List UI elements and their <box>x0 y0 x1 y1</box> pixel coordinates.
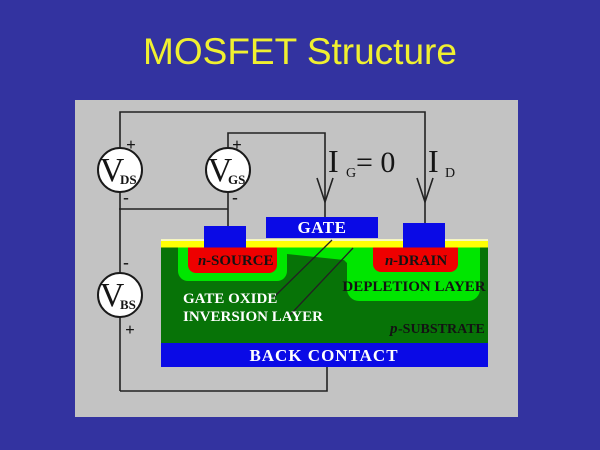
gate-current-symbol: I <box>328 143 339 179</box>
back-contact-wire <box>120 367 328 392</box>
back-contact-bar <box>161 343 488 367</box>
gate-label: GATE <box>298 218 347 237</box>
drain-contact <box>403 223 445 248</box>
n-source-region <box>188 247 277 273</box>
drain-current-subscript: D <box>445 166 455 181</box>
gate-supply-wire <box>227 132 326 217</box>
gate-oxide-layer <box>161 239 488 248</box>
drain-current-arrow-icon <box>416 177 434 205</box>
inversion-layer-label: INVERSION LAYER <box>183 309 323 325</box>
vgs-minus-sign: - <box>232 188 238 207</box>
vbs-plus-sign: + <box>125 320 135 339</box>
vds-subscript: DS <box>120 172 137 187</box>
vbs-source-circle <box>97 272 143 318</box>
vds-minus-sign: - <box>123 188 129 207</box>
vds-source-circle <box>97 147 143 193</box>
gate-current-arrow-icon <box>316 177 334 205</box>
vds-plus-sign: + <box>126 135 136 154</box>
vgs-symbol: V <box>208 152 233 189</box>
gate-oxide-highlight <box>161 239 488 241</box>
vgs-source-circle <box>205 147 251 193</box>
slide-title: MOSFET Structure <box>143 31 457 72</box>
vgs-subscript: GS <box>228 172 245 187</box>
inversion-layer-pointer-line <box>289 247 354 316</box>
depletion-layer-label: DEPLETION LAYER <box>342 279 485 295</box>
drain-supply-wire <box>119 111 426 223</box>
n-drain-region <box>373 247 458 272</box>
gate-oxide-pointer-line <box>272 239 333 299</box>
gate-electrode <box>266 217 378 238</box>
source-contact <box>204 226 246 248</box>
vbs-symbol: V <box>100 277 125 314</box>
p-substrate-label: -SUBSTRATE <box>398 322 485 337</box>
p-substrate-prefix-label: p <box>388 321 398 337</box>
n-drain-prefix-label: n <box>385 253 393 269</box>
vbs-subscript: BS <box>120 297 136 312</box>
n-source-label: -SOURCE <box>206 253 274 269</box>
n-drain-label: -DRAIN <box>393 253 447 269</box>
n-source-prefix-label: n <box>198 253 206 269</box>
gate-oxide-label: GATE OXIDE <box>183 291 277 307</box>
gate-current-value: = 0 <box>356 146 395 179</box>
vbs-minus-sign: - <box>123 253 129 272</box>
vds-symbol: V <box>100 152 125 189</box>
vgs-plus-sign: + <box>232 135 242 154</box>
drain-current-symbol: I <box>428 143 439 179</box>
back-contact-label: BACK CONTACT <box>249 346 398 365</box>
gate-current-subscript: G <box>346 166 356 181</box>
